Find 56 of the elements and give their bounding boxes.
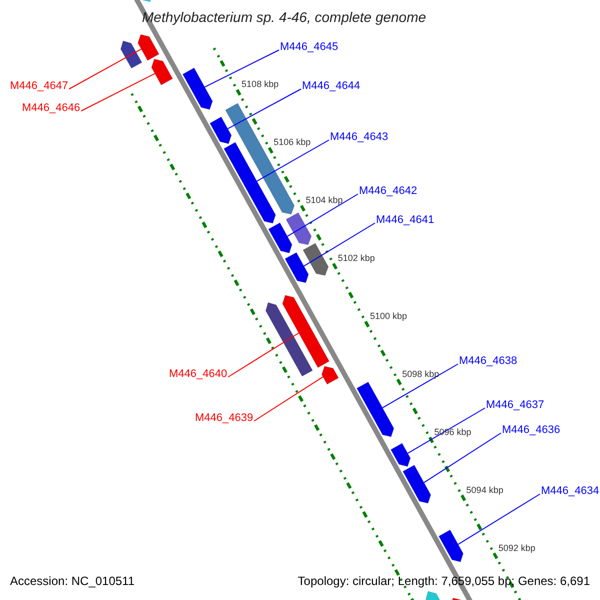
scale-label: 5108 kbp [242, 79, 279, 90]
leader-line [407, 408, 486, 454]
leader-line [256, 140, 330, 182]
gene-label: M446_4647 [10, 80, 68, 93]
leader-line [80, 73, 156, 112]
gene-glyph [265, 302, 313, 377]
gene-glyph [210, 116, 232, 144]
scale-label: 5094 kbp [466, 484, 504, 496]
gene-label: M446_4642 [359, 185, 418, 198]
scale-label: 5100 kbp [370, 311, 408, 322]
gene-label: M446_4636 [502, 424, 560, 437]
accession-text: Accession: NC_010511 [10, 575, 135, 588]
gene-label: M446_4634 [541, 485, 600, 498]
gene-glyph [286, 212, 312, 246]
gene-glyph [402, 464, 432, 504]
scale-label: 5098 kbp [402, 369, 440, 380]
leader-line [424, 432, 502, 484]
scale-label: 5106 kbp [274, 137, 311, 148]
gene-label: M446_4643 [330, 131, 388, 144]
gene-glyph [284, 252, 309, 284]
gene-glyph [390, 443, 411, 467]
gene-label: M446_4638 [459, 355, 518, 368]
scale-label: 5092 kbp [498, 542, 536, 554]
gene-glyph [302, 242, 329, 276]
gene-glyph [438, 530, 464, 562]
gene-glyph [138, 34, 160, 61]
gene-glyph [426, 591, 440, 600]
leader-line [382, 364, 458, 408]
leader-line [227, 88, 302, 130]
gene-glyph [356, 382, 394, 438]
gene-label: M446_4645 [280, 41, 338, 54]
gene-label: M446_4641 [376, 214, 434, 227]
gene-glyph [120, 40, 142, 69]
gene-glyph [224, 142, 276, 224]
gene-label: M446_4637 [486, 399, 544, 412]
leader-line [286, 194, 358, 237]
gene-label: M446_4646 [22, 102, 80, 115]
leader-line [458, 494, 540, 545]
title: Methylobacterium sp. 4-46, complete genome [142, 9, 426, 25]
gene-label: M446_4644 [302, 80, 360, 93]
gene-label: M446_4639 [195, 412, 254, 425]
gene-glyph [182, 68, 213, 110]
gene-glyph [268, 222, 292, 254]
scale-label: 5102 kbp [338, 253, 375, 264]
gene-glyph [321, 366, 339, 384]
gene-label: M446_4640 [169, 368, 228, 381]
leader-line [204, 50, 280, 88]
leader-line [303, 222, 376, 267]
leader-line [228, 332, 300, 378]
gene-glyph [151, 58, 173, 86]
gene-glyph [282, 295, 330, 368]
genome-summary: Topology: circular; Length: 7,659,055 bp; Genes: 6,691 [298, 575, 590, 588]
leader-line [254, 376, 324, 422]
gene-glyph [225, 102, 295, 214]
scale-label: 5104 kbp [306, 195, 343, 206]
leader-line [68, 48, 142, 90]
